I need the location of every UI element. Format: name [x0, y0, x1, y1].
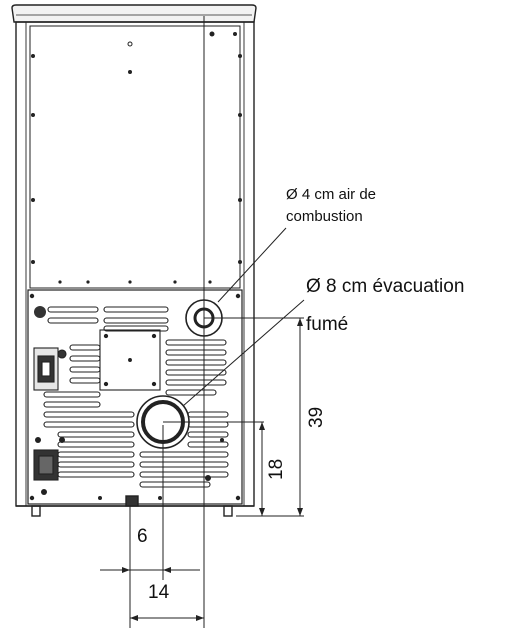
dimension-label-39: 39: [306, 406, 327, 428]
dimension-lines: [100, 16, 304, 628]
dimension-arrows: [122, 318, 303, 621]
air-intake-label-line2: combustion: [286, 208, 363, 225]
access-plate: [99, 329, 161, 391]
left-foot: [31, 505, 41, 517]
screw-dots: [29, 31, 242, 501]
dimension-label-18: 18: [266, 458, 287, 480]
dimension-label-6: 6: [137, 526, 148, 547]
exhaust-label-line1: Ø 8 cm évacuation: [306, 276, 465, 297]
power-switch: [33, 347, 67, 391]
power-socket: [33, 449, 59, 481]
top-cap: [11, 4, 257, 23]
fuse-cap: [34, 306, 46, 318]
air-intake-label-line1: Ø 4 cm air de: [286, 186, 377, 203]
upper-back-panel: [29, 25, 241, 289]
center-pin: [125, 495, 139, 507]
right-foot: [223, 505, 233, 517]
dimension-label-14: 14: [148, 582, 170, 603]
exhaust-label-line2: fumé: [306, 314, 349, 335]
stove-body: [15, 21, 255, 507]
